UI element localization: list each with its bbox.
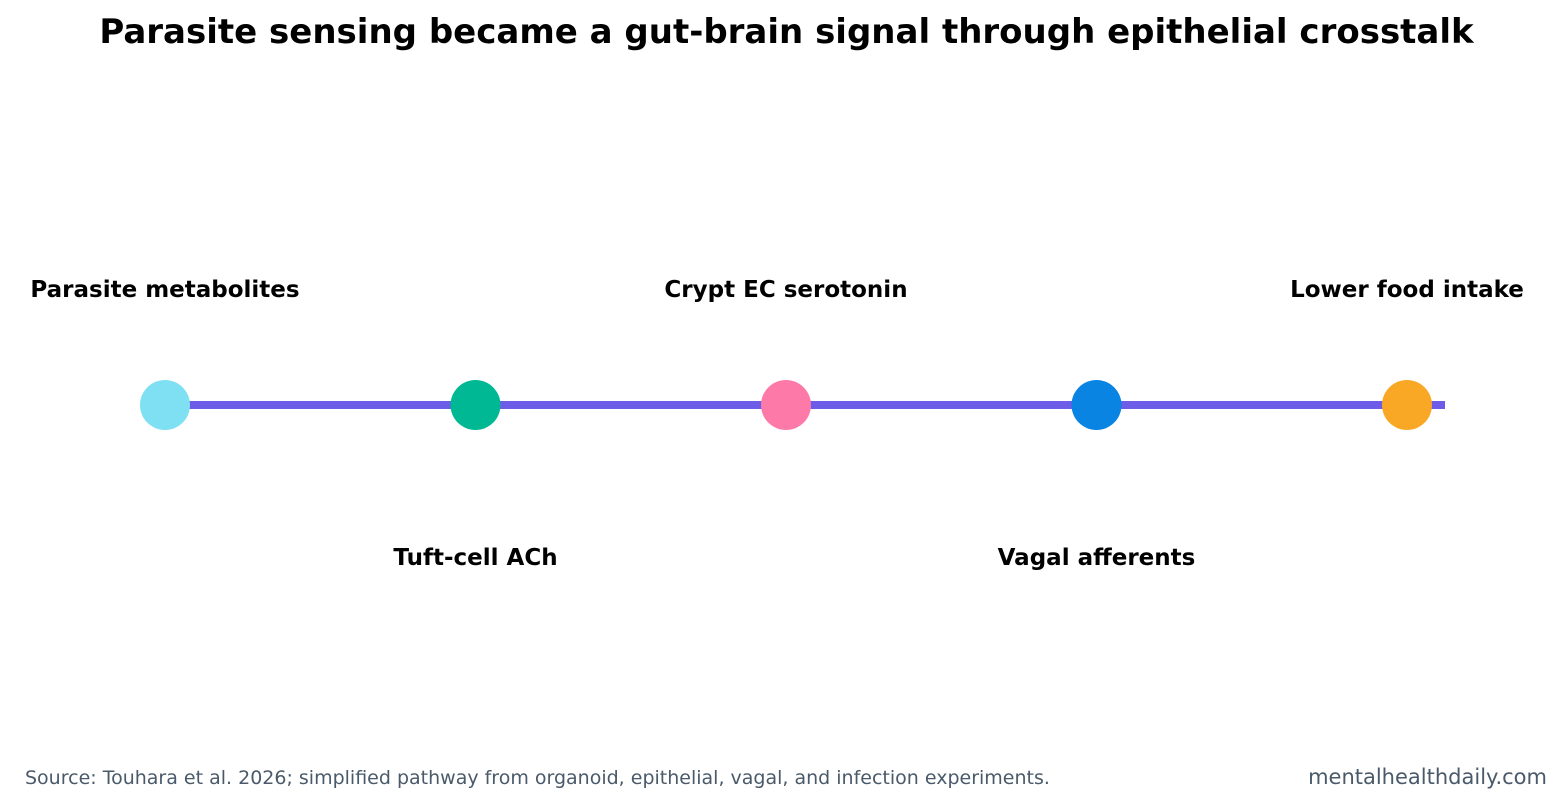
pathway-step-label: Crypt EC serotonin [664, 277, 907, 303]
pathway-step-label: Parasite metabolites [30, 277, 299, 303]
pathway-step-label: Tuft-cell ACh [393, 545, 557, 571]
pathway-node [1382, 380, 1432, 430]
source-note: Source: Touhara et al. 2026; simplified … [25, 767, 1050, 789]
pathway-step-label: Lower food intake [1290, 277, 1524, 303]
site-brand: mentalhealthdaily.com [1308, 765, 1547, 789]
pathway-nodes [140, 380, 1432, 430]
diagram-title: Parasite sensing became a gut-brain sign… [99, 12, 1474, 52]
pathway-step-label: Vagal afferents [998, 545, 1196, 571]
pathway-node [450, 380, 501, 430]
pathway-node [140, 380, 190, 430]
pathway-node [1071, 380, 1122, 430]
pathway-node [761, 380, 811, 430]
